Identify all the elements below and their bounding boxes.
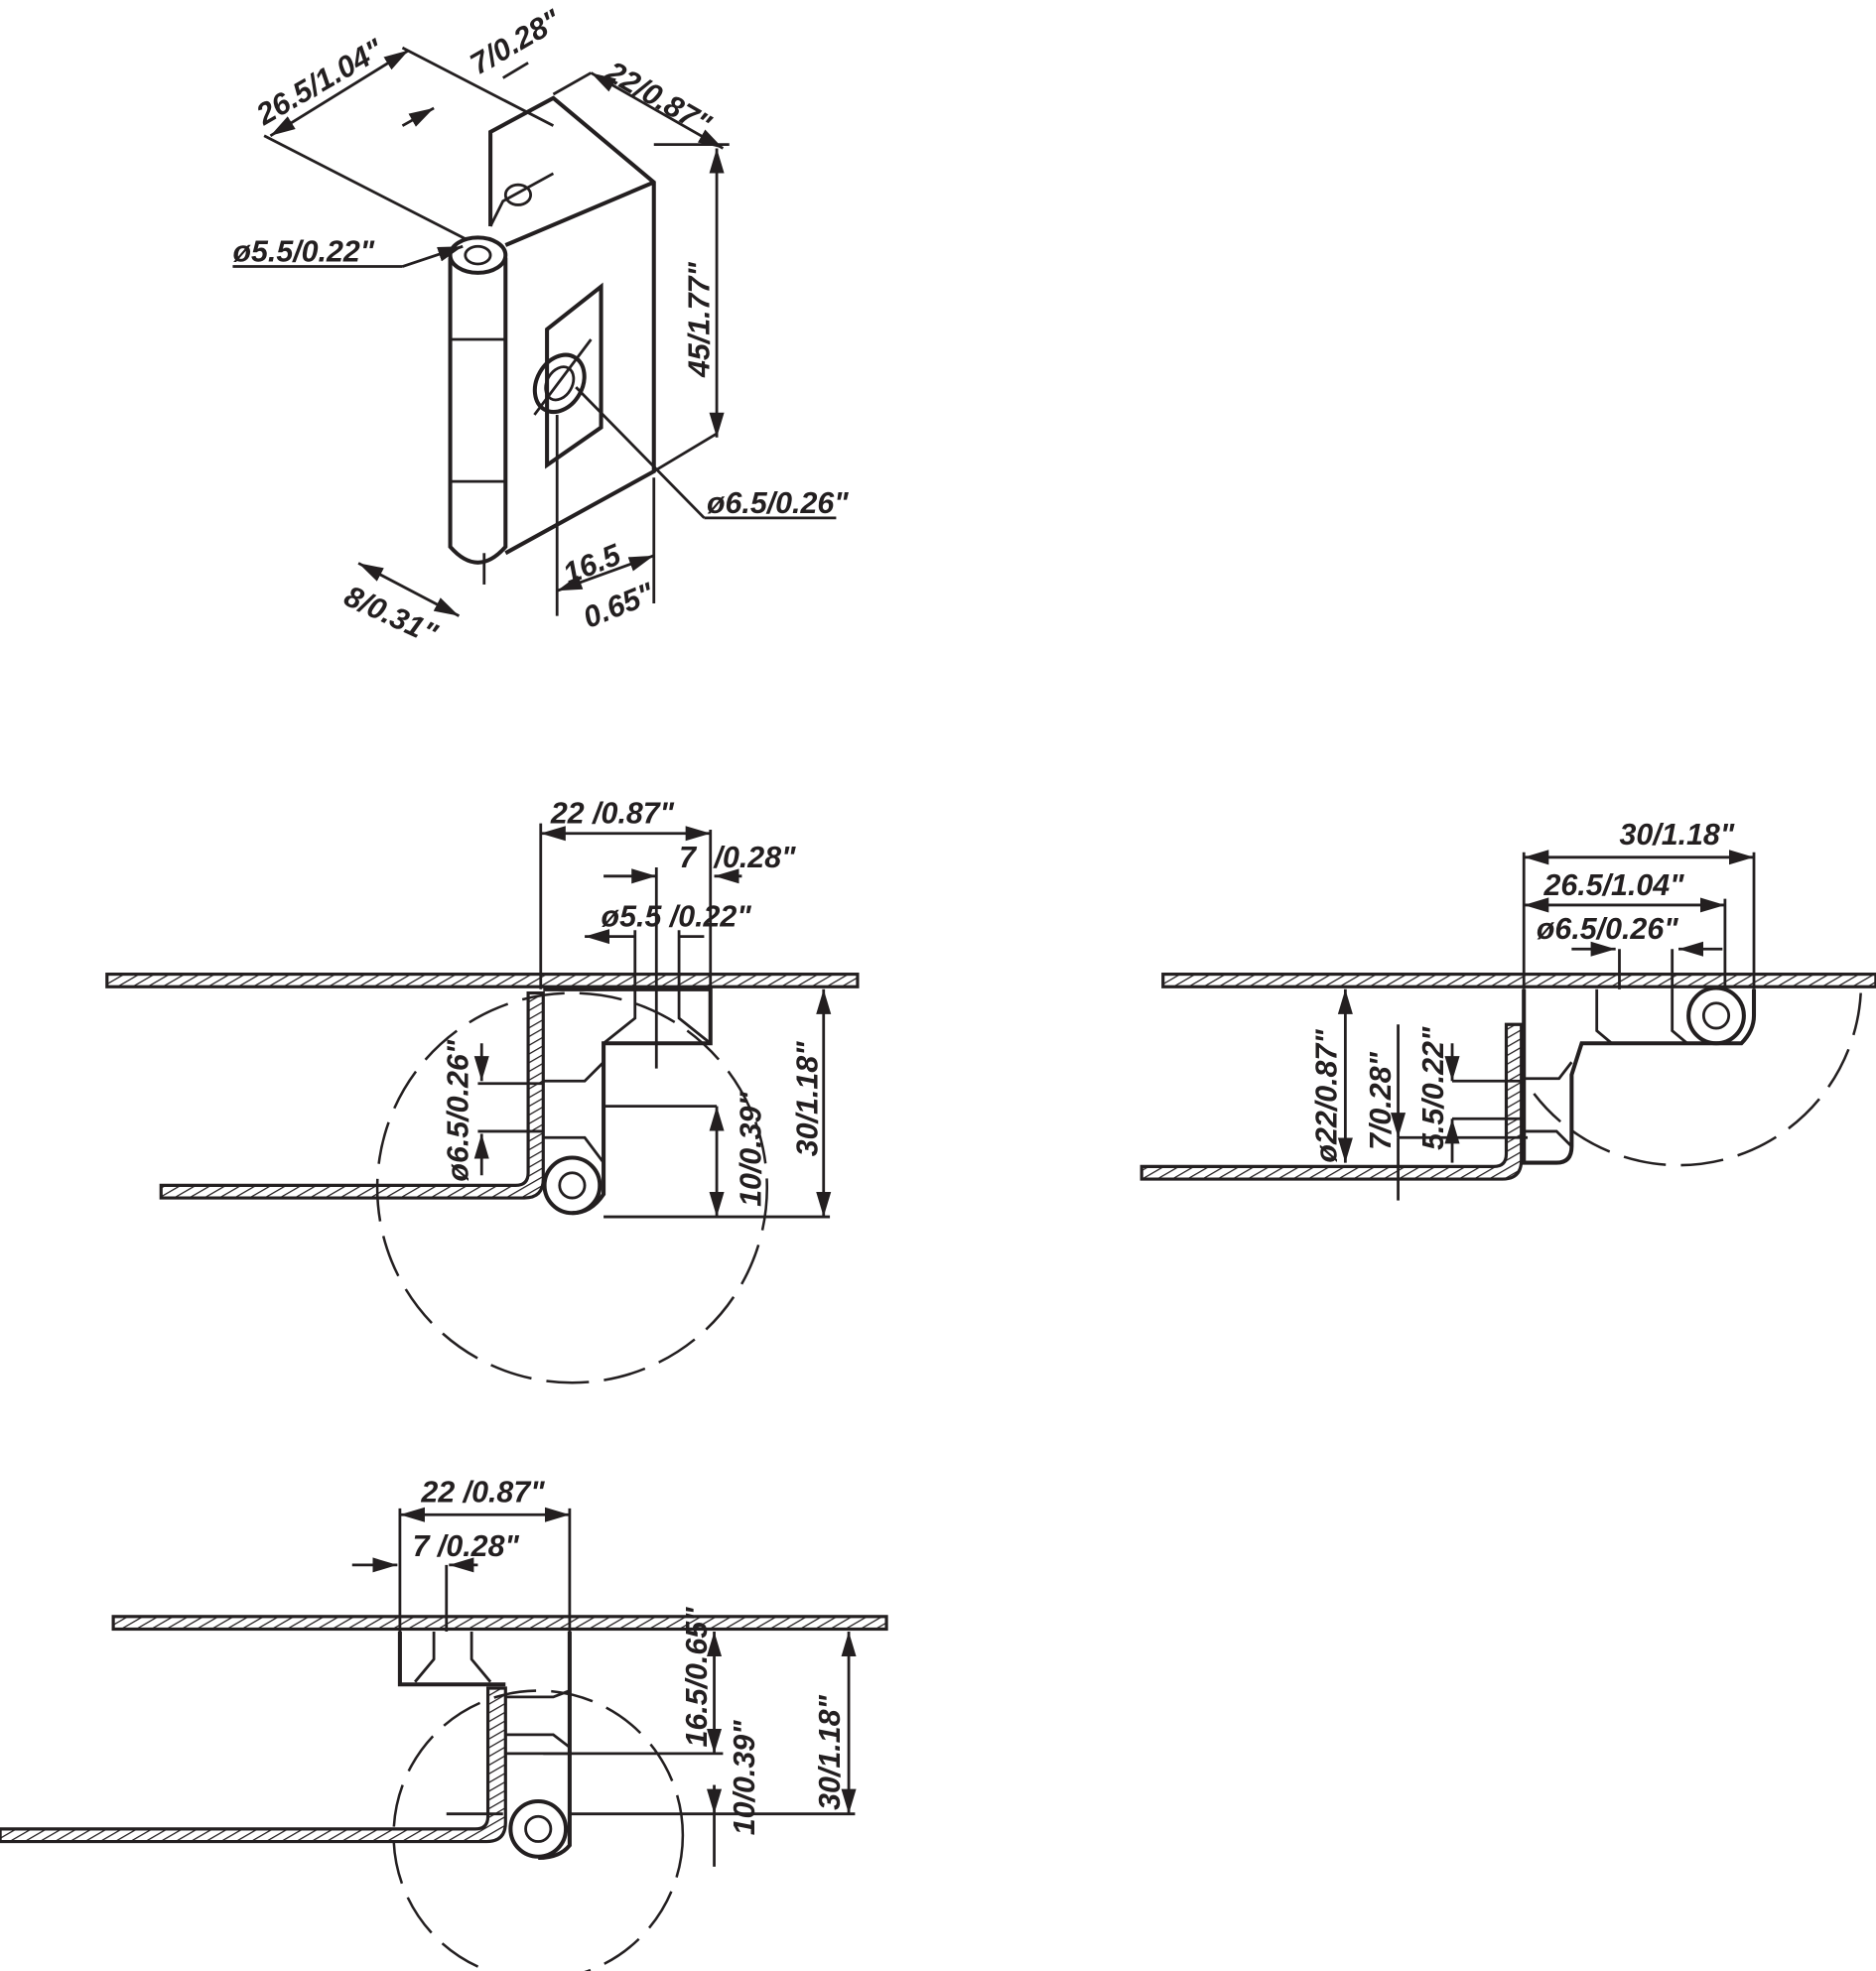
mounting-view-3: 22 /0.87" 7 /0.28" 16.5/0.65" 10/0.39" 3… xyxy=(0,1476,888,1971)
iso-pin-diameter-dim: ø5.5/0.22" xyxy=(232,234,374,268)
v3-depth-dim: 22 /0.87" xyxy=(420,1476,545,1510)
v2-width-dim: 30/1.18" xyxy=(1619,818,1734,852)
v1-pivot-offset-dim: 10/0.39" xyxy=(734,1092,767,1207)
iso-width-dim: 26.5/1.04" xyxy=(250,32,390,132)
v3-hole-offset-dim: 16.5/0.65" xyxy=(680,1607,714,1748)
iso-hole-offset-mm: 16.5 xyxy=(559,537,627,591)
v3-offset-dim: 7 /0.28" xyxy=(413,1529,520,1563)
v2-pitch-dim: 26.5/1.04" xyxy=(1542,868,1684,902)
v1-offset-mm-dim: 7 xyxy=(679,841,698,874)
v1-depth-dim: 22 /0.87" xyxy=(550,797,675,831)
isometric-view: 26.5/1.04" 7/0.28" 22/0.87" ø5.5/0.22" 4… xyxy=(232,3,849,651)
v1-height-dim: 30/1.18" xyxy=(790,1041,824,1156)
v1-hole-diameter-dim: ø6.5/0.26" xyxy=(441,1039,474,1181)
mounting-view-2: 30/1.18" 26.5/1.04" ø6.5/0.26" ø22/0.87"… xyxy=(1139,818,1876,1201)
v1-pin-diameter-dim: ø5.5 /0.22" xyxy=(602,899,752,933)
v1-offset-in-dim: /0.28" xyxy=(713,841,797,874)
iso-knuckle-width-dim: 8/0.31" xyxy=(339,579,444,651)
v2-offset-dim: 7/0.28" xyxy=(1364,1051,1398,1149)
iso-hole-offset-in: 0.65" xyxy=(579,576,659,634)
v2-pin-diameter-dim: 5.5/0.22" xyxy=(1416,1026,1450,1150)
iso-height-dim: 45/1.77" xyxy=(682,262,716,378)
iso-hole-diameter-dim: ø6.5/0.26" xyxy=(707,486,849,520)
v2-swing-diameter-dim: ø22/0.87" xyxy=(1310,1029,1344,1163)
v2-hole-diameter-dim: ø6.5/0.26" xyxy=(1537,912,1678,946)
mounting-view-1: 22 /0.87" 7 /0.28" ø5.5 /0.22" ø6.5/0.26… xyxy=(105,797,860,1384)
iso-depth-dim: 22/0.87" xyxy=(600,55,718,142)
v3-height-dim: 30/1.18" xyxy=(813,1695,847,1810)
v3-pivot-offset-dim: 10/0.39" xyxy=(728,1720,761,1835)
